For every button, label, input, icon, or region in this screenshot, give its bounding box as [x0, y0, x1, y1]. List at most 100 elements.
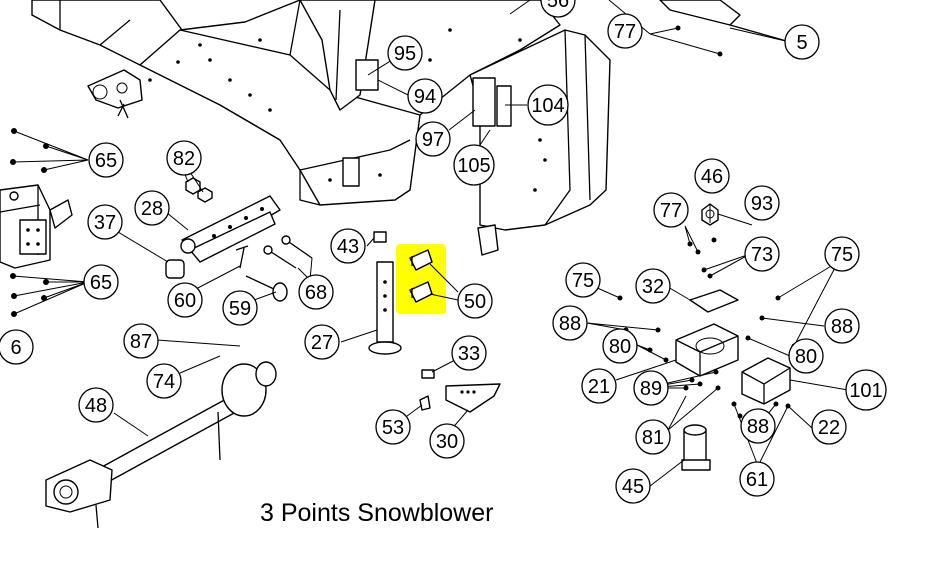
callout-65: 65	[88, 142, 124, 178]
callout-label: 48	[85, 395, 107, 417]
callout-circle	[581, 368, 617, 404]
part-21-housing	[675, 323, 739, 377]
callout-circle	[387, 35, 423, 71]
callout-48: 48	[78, 387, 114, 423]
callout-label: 89	[640, 378, 662, 400]
part-48-pto-shaft	[45, 361, 277, 529]
callout-30: 30	[429, 423, 465, 459]
callout-label: 104	[531, 95, 564, 117]
callout-22: 22	[811, 409, 847, 445]
callout-circle	[330, 228, 366, 264]
callout-circle	[739, 461, 775, 497]
callout-circle	[222, 290, 258, 326]
callout-label: 82	[173, 148, 195, 170]
callout-circle	[824, 236, 860, 272]
callout-label: 56	[547, 0, 569, 12]
callout-circle	[694, 158, 730, 194]
callout-label: 32	[642, 276, 664, 298]
callout-label: 60	[174, 290, 196, 312]
callout-label: 59	[229, 298, 251, 320]
callout-87: 87	[123, 323, 159, 359]
callout-82: 82	[166, 140, 202, 176]
callout-80: 80	[602, 328, 638, 364]
callout-label: 80	[609, 336, 631, 358]
callout-circle	[615, 468, 651, 504]
callout-label: 33	[458, 343, 480, 365]
callout-circle	[607, 13, 643, 49]
callout-circle	[304, 324, 340, 360]
diagram-title: 3 Points Snowblower	[260, 499, 493, 527]
callout-circle	[457, 283, 493, 319]
part-27-post	[368, 261, 402, 355]
snowblower-body	[31, 0, 611, 256]
part-33-pin	[421, 369, 435, 379]
callout-94: 94	[407, 78, 443, 114]
callout-circle	[635, 419, 671, 455]
callout-label: 68	[305, 282, 327, 304]
bolts-65-upper	[10, 128, 49, 173]
callout-circle	[0, 329, 34, 365]
callout-circle	[375, 409, 411, 445]
callout-33: 33	[451, 335, 487, 371]
callout-61: 61	[739, 461, 775, 497]
callout-28: 28	[134, 190, 170, 226]
part-50-clips	[409, 249, 433, 303]
part-101-block	[741, 357, 791, 405]
callout-circle	[788, 338, 824, 374]
callout-label: 28	[141, 198, 163, 220]
callout-circle	[527, 84, 569, 126]
callout-50: 50	[457, 283, 493, 319]
callout-89: 89	[633, 370, 669, 406]
callout-circle	[740, 408, 776, 444]
callout-81: 81	[635, 419, 671, 455]
callout-circle	[453, 144, 495, 186]
callout-60: 60	[167, 282, 203, 318]
callout-37: 37	[87, 204, 123, 240]
callout-circle	[602, 328, 638, 364]
callout-101: 101	[845, 369, 887, 411]
callout-95: 95	[387, 35, 423, 71]
part-82-nuts	[185, 177, 213, 203]
callout-circle	[653, 192, 689, 228]
callout-label: 21	[588, 376, 610, 398]
callout-104: 104	[527, 84, 569, 126]
callout-label: 46	[701, 166, 723, 188]
callout-59: 59	[222, 290, 258, 326]
bolts-65-lower	[10, 273, 49, 317]
callout-label: 77	[660, 200, 682, 222]
callout-circle	[565, 262, 601, 298]
callout-75: 75	[824, 236, 860, 272]
callout-label: 73	[751, 244, 773, 266]
part-59-pin	[245, 275, 288, 302]
callout-label: 88	[747, 416, 769, 438]
callout-circle	[845, 369, 887, 411]
callout-label: 105	[457, 155, 490, 177]
callout-56: 56	[540, 0, 576, 18]
callout-45: 45	[615, 468, 651, 504]
callout-73: 73	[744, 236, 780, 272]
callout-43: 43	[330, 228, 366, 264]
part-77-bolts-top	[675, 25, 723, 57]
callout-105: 105	[453, 144, 495, 186]
callout-6: 6	[0, 329, 34, 365]
callout-circle	[744, 185, 780, 221]
callout-21: 21	[581, 368, 617, 404]
callout-circle	[415, 121, 451, 157]
part-28-bracket	[180, 195, 281, 263]
callout-label: 74	[153, 371, 175, 393]
part-43-cap	[373, 231, 387, 243]
callout-77: 77	[607, 13, 643, 49]
callout-label: 87	[130, 331, 152, 353]
callout-circle	[635, 268, 671, 304]
callout-label: 61	[746, 469, 768, 491]
callout-label: 50	[464, 291, 486, 313]
callout-74: 74	[146, 363, 182, 399]
callout-label: 65	[95, 150, 117, 172]
callout-label: 37	[94, 212, 116, 234]
callout-circle	[167, 282, 203, 318]
part-5-blade	[659, 0, 791, 43]
callout-53: 53	[375, 409, 411, 445]
callout-circle	[87, 204, 123, 240]
